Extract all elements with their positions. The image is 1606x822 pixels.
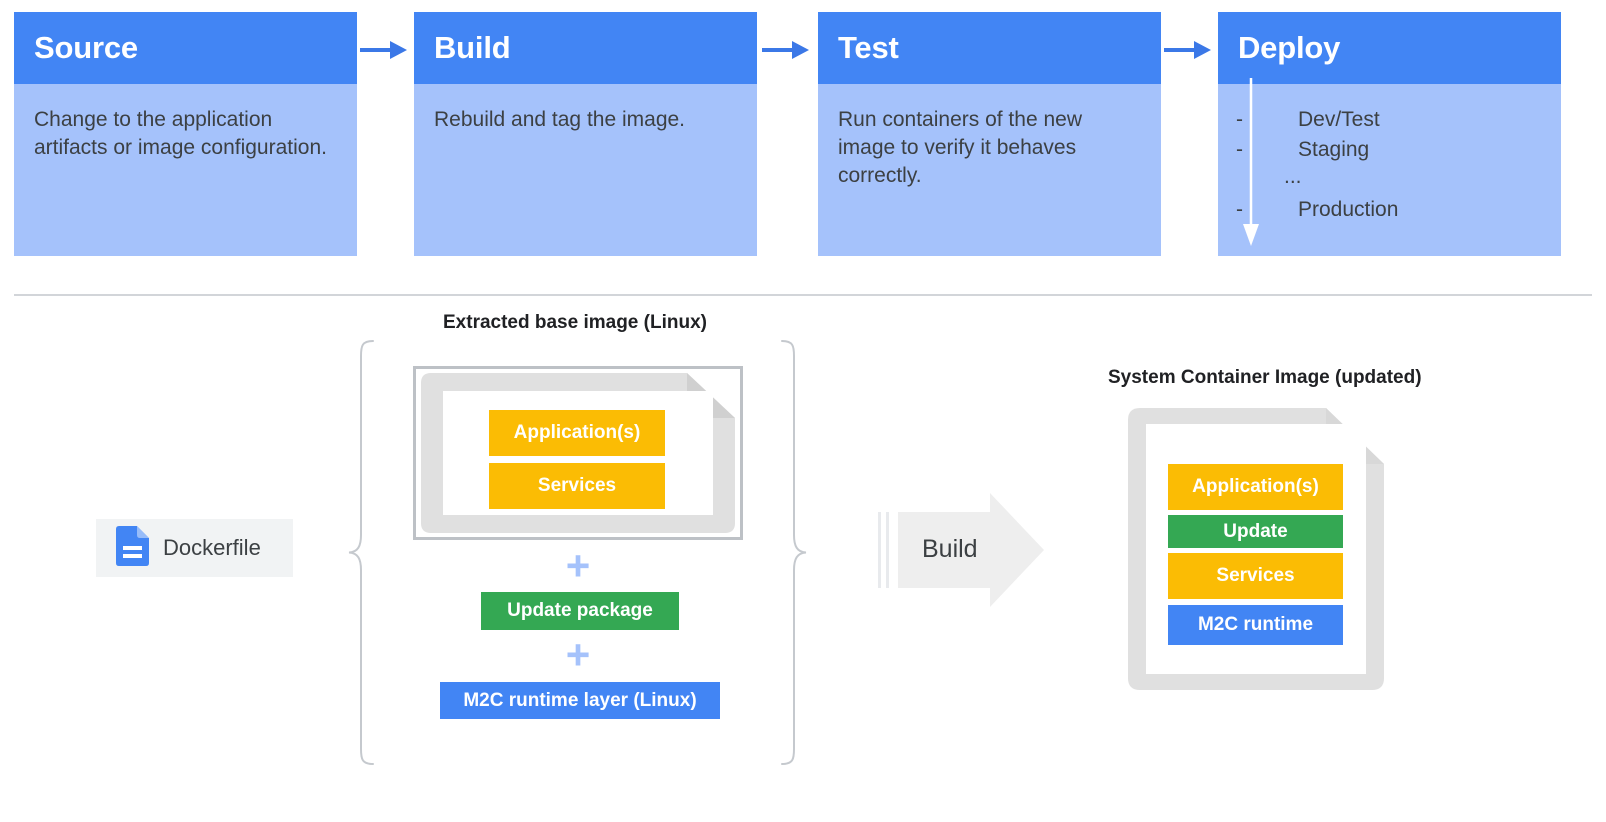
block-arrow-right-icon — [898, 493, 1044, 607]
stage-title: Build — [434, 30, 511, 65]
dockerfile-label: Dockerfile — [163, 535, 261, 560]
dockerfile-chip[interactable]: Dockerfile — [96, 519, 293, 577]
system-container-image-document-icon — [1128, 408, 1384, 690]
stage-header-build: Build — [414, 12, 757, 84]
list-item: - Production — [1236, 198, 1561, 228]
stage-body-source: Change to the application artifacts or i… — [14, 84, 357, 256]
stage-body-build: Rebuild and tag the image. — [414, 84, 757, 256]
stage-title: Source — [34, 30, 138, 65]
stage-title: Deploy — [1238, 30, 1341, 65]
list-item-label: Dev/Test — [1298, 108, 1380, 131]
result-layer-services: Services — [1168, 553, 1343, 599]
list-item-label: Production — [1298, 198, 1399, 221]
build-arrow-label: Build — [922, 535, 978, 563]
stage-header-source: Source — [14, 12, 357, 84]
pipeline-stage-test: Test Run containers of the new image to … — [818, 12, 1161, 256]
right-diagram-caption: System Container Image (updated) — [1108, 367, 1422, 388]
list-item-ellipsis: ... — [1284, 165, 1302, 188]
section-divider — [14, 294, 1592, 296]
list-item: - Dev/Test — [1236, 108, 1561, 138]
curly-brace-right-icon — [781, 340, 807, 770]
layer-m2c-runtime: M2C runtime layer (Linux) — [440, 682, 720, 719]
layer-update-package: Update package — [481, 592, 679, 630]
stage-body-deploy: - Dev/Test - Staging ... - Production — [1218, 84, 1561, 256]
pipeline-stage-deploy: Deploy - Dev/Test - Staging ... - Produc… — [1218, 12, 1561, 256]
curly-brace-left-icon — [348, 340, 374, 770]
pipeline-stage-source: Source Change to the application artifac… — [14, 12, 357, 256]
stage-header-deploy: Deploy — [1218, 12, 1561, 84]
deploy-environment-list: - Dev/Test - Staging ... - Production — [1218, 84, 1561, 228]
stage-description: Run containers of the new image to verif… — [838, 108, 1082, 187]
arrow-right-icon — [762, 40, 809, 59]
result-layer-update: Update — [1168, 515, 1343, 548]
result-layer-m2c-runtime: M2C runtime — [1168, 605, 1343, 645]
layer-services: Services — [489, 463, 665, 509]
stage-description: Rebuild and tag the image. — [434, 108, 686, 131]
arrow-right-icon — [360, 40, 407, 59]
list-item: - Staging — [1236, 138, 1561, 168]
arrow-right-icon — [1164, 40, 1211, 59]
stage-body-test: Run containers of the new image to verif… — [818, 84, 1161, 256]
list-dash: - — [1236, 198, 1243, 221]
list-item-label: Staging — [1298, 138, 1370, 161]
list-dash: - — [1236, 108, 1243, 131]
build-arrow-motion-lines — [878, 512, 892, 593]
result-layer-application: Application(s) — [1168, 464, 1343, 510]
stage-description: Change to the application artifacts or i… — [34, 108, 327, 159]
pipeline-stage-build: Build Rebuild and tag the image. — [414, 12, 757, 256]
plus-symbol-icon: + — [565, 542, 591, 589]
stage-title: Test — [838, 30, 899, 65]
layer-application: Application(s) — [489, 410, 665, 456]
list-dash: - — [1236, 138, 1243, 161]
arrow-down-icon — [1240, 78, 1262, 255]
file-document-icon — [116, 525, 149, 571]
plus-symbol-icon: + — [565, 631, 591, 678]
left-diagram-caption: Extracted base image (Linux) — [443, 312, 707, 333]
stage-header-test: Test — [818, 12, 1161, 84]
